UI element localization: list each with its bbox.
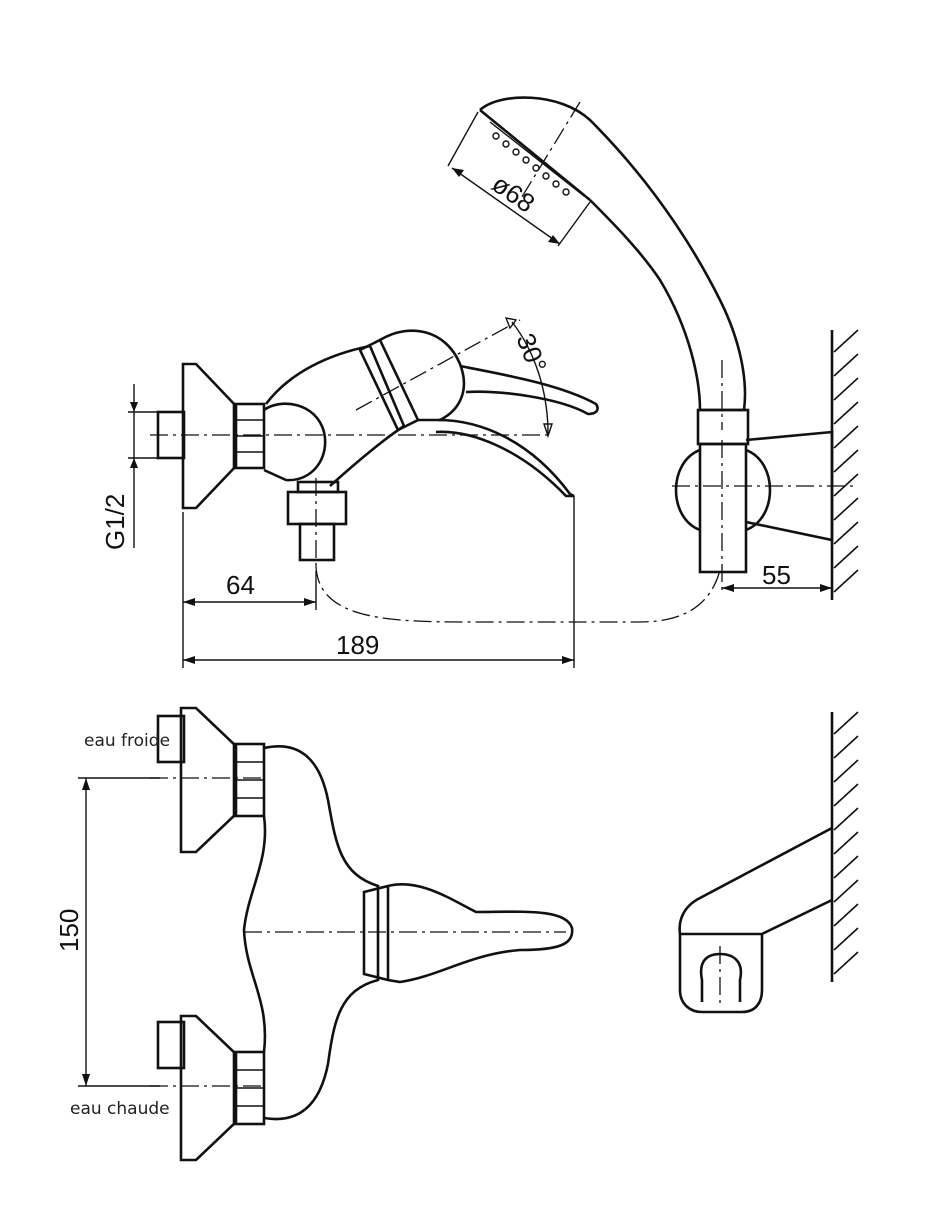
wall-hatch-line <box>833 879 859 903</box>
wall-hatch-line <box>833 831 859 855</box>
wall-holder-front <box>678 712 834 1014</box>
wall-hatch-line <box>833 807 859 831</box>
wall-hatch-line <box>833 353 859 377</box>
holder-offset-label: 55 <box>762 560 791 590</box>
head-diameter-dimension: ø68 <box>447 111 591 247</box>
hose-line <box>315 565 721 623</box>
wall-holder-side <box>672 330 858 600</box>
hot-water-label: eau chaude <box>70 1099 170 1119</box>
thread-label: G1/2 <box>100 494 130 550</box>
wall-hatch-line <box>833 759 859 783</box>
wall-hatch-line <box>833 855 859 879</box>
wall-hatch-line <box>833 329 859 353</box>
cold-water-label: eau froide <box>84 731 170 751</box>
overall-length-label: 189 <box>336 630 379 660</box>
diameter-label: ø68 <box>487 168 541 218</box>
wall-hatch-line <box>833 545 859 569</box>
wall-hatch-line <box>833 425 859 449</box>
angle-label: 30° <box>510 329 553 377</box>
inlet-spacing-dimension: 150 <box>54 777 160 1087</box>
wall-hatch-line <box>833 521 859 545</box>
shower-head <box>479 96 750 574</box>
wall-hatch-line <box>833 783 859 807</box>
wall-hatch-line <box>833 735 859 759</box>
wall-hatch-line <box>833 497 859 521</box>
mixer-front-view <box>150 706 574 1162</box>
wall-hatch-line <box>833 473 859 497</box>
wall-hatch-line <box>833 401 859 425</box>
length-dimensions: 64 189 <box>182 496 575 668</box>
wall-hatch-line <box>833 903 859 927</box>
mixer-side-view <box>150 319 599 580</box>
holder-offset-dimension: 55 <box>722 560 832 592</box>
wall-hatch-line <box>833 927 859 951</box>
wall-hatch-line <box>833 449 859 473</box>
wall-hatch-top <box>833 329 859 593</box>
thread-dimension: G1/2 <box>100 384 160 550</box>
wall-hatch-line <box>833 377 859 401</box>
wall-hatch-line <box>833 569 859 593</box>
wall-hatch-line <box>833 951 859 975</box>
wall-hatch-bottom <box>833 711 859 975</box>
wall-hatch-line <box>833 711 859 735</box>
outlet-offset-label: 64 <box>226 570 255 600</box>
nozzle-dots <box>492 132 570 196</box>
inlet-spacing-label: 150 <box>54 909 84 952</box>
